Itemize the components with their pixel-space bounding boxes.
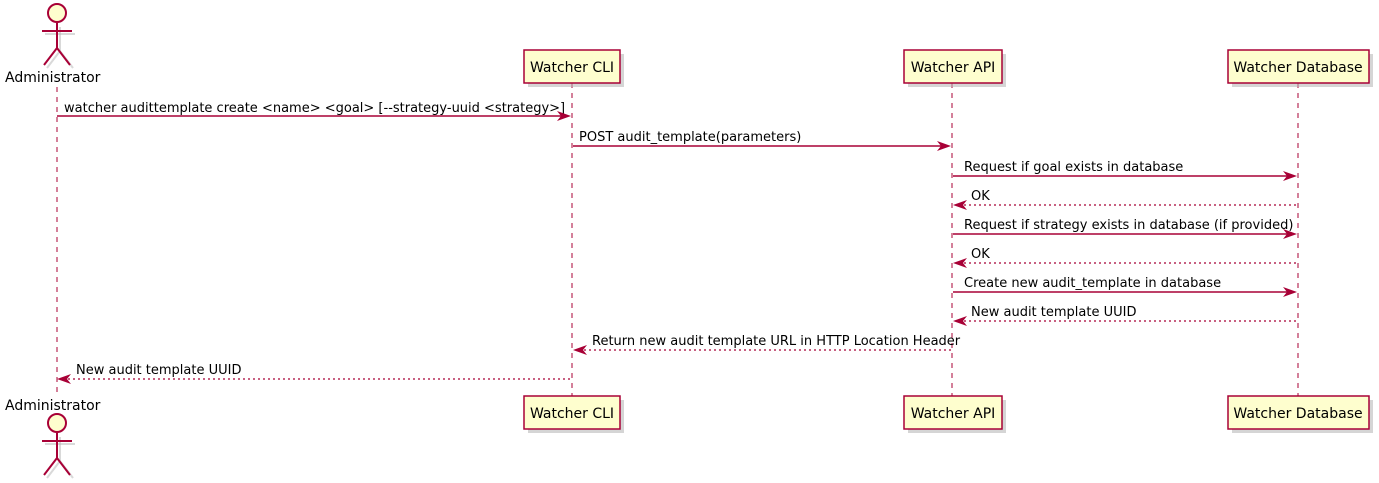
message-label-4: OK — [971, 189, 990, 204]
message-arrowhead-6 — [953, 258, 967, 268]
message-label-6: OK — [971, 247, 990, 262]
actor-head-icon — [47, 413, 67, 433]
message-1[interactable]: watcher audittemplate create <name> <goa… — [57, 101, 571, 121]
lifelines — [56, 83, 1299, 396]
message-arrowhead-8 — [953, 316, 967, 326]
participant-watcher-database-top[interactable]: Watcher Database — [1227, 49, 1373, 87]
message-label-5: Request if strategy exists in database (… — [964, 218, 1293, 233]
participant-label-watcher-api-top: Watcher API — [911, 60, 996, 76]
actor-icon-shadow — [45, 27, 75, 69]
participant-watcher-api-bottom[interactable]: Watcher API — [903, 395, 1006, 433]
participant-label-watcher-database-top: Watcher Database — [1233, 60, 1362, 76]
message-5[interactable]: Request if strategy exists in database (… — [953, 218, 1297, 239]
participant-label-watcher-database-bottom: Watcher Database — [1233, 406, 1362, 422]
message-arrowhead-4 — [953, 200, 967, 210]
message-10[interactable]: New audit template UUID — [57, 363, 571, 384]
actor-icon — [42, 3, 72, 66]
participant-administrator-bottom[interactable]: Administrator — [5, 398, 101, 479]
message-label-10: New audit template UUID — [76, 363, 241, 378]
participant-box-watcher-database-bottom[interactable] — [1227, 395, 1370, 430]
participant-watcher-api-top[interactable]: Watcher API — [903, 49, 1006, 87]
message-arrowhead-7 — [1283, 287, 1297, 297]
participant-box-watcher-cli-top[interactable] — [523, 49, 621, 84]
participant-label-administrator-top: Administrator — [5, 70, 101, 86]
message-arrowhead-10 — [57, 374, 71, 384]
participant-watcher-database-bottom[interactable]: Watcher Database — [1227, 395, 1373, 433]
message-label-9: Return new audit template URL in HTTP Lo… — [592, 334, 961, 349]
message-arrowhead-2 — [937, 141, 951, 151]
participant-watcher-cli-bottom[interactable]: Watcher CLI — [523, 395, 624, 433]
participant-watcher-cli-top[interactable]: Watcher CLI — [523, 49, 624, 87]
actor-leg-right-icon — [56, 457, 71, 476]
participant-administrator-top[interactable]: Administrator — [5, 3, 101, 86]
participant-label-watcher-api-bottom: Watcher API — [911, 406, 996, 422]
message-arrowhead-9 — [573, 345, 587, 355]
actor-leg-left-icon — [43, 457, 58, 476]
actor-head-icon — [47, 3, 67, 23]
message-label-1: watcher audittemplate create <name> <goa… — [64, 101, 565, 116]
message-2[interactable]: POST audit_template(parameters) — [573, 130, 951, 151]
actor-leg-right-icon — [56, 47, 71, 66]
message-8[interactable]: New audit template UUID — [953, 305, 1297, 326]
participant-label-watcher-cli-top: Watcher CLI — [530, 60, 614, 76]
message-arrowhead-3 — [1283, 171, 1297, 181]
participant-box-watcher-cli-bottom[interactable] — [523, 395, 621, 430]
message-3[interactable]: Request if goal exists in database — [953, 160, 1297, 181]
participant-box-watcher-api-bottom[interactable] — [903, 395, 1003, 430]
actor-leg-left-icon — [43, 47, 58, 66]
message-9[interactable]: Return new audit template URL in HTTP Lo… — [573, 334, 961, 355]
message-arrowhead-5 — [1283, 229, 1297, 239]
actor-icon — [42, 413, 72, 476]
participant-box-watcher-database-top[interactable] — [1227, 49, 1370, 84]
message-4[interactable]: OK — [953, 189, 1297, 210]
message-label-3: Request if goal exists in database — [964, 160, 1183, 175]
message-label-7: Create new audit_template in database — [964, 276, 1221, 291]
message-label-8: New audit template UUID — [971, 305, 1136, 320]
participant-box-watcher-api-top[interactable] — [903, 49, 1003, 84]
message-arrowhead-1 — [557, 111, 571, 121]
message-label-2: POST audit_template(parameters) — [579, 130, 801, 145]
participant-label-administrator-bottom: Administrator — [5, 398, 101, 414]
message-6[interactable]: OK — [953, 247, 1297, 268]
participant-label-watcher-cli-bottom: Watcher CLI — [530, 406, 614, 422]
message-7[interactable]: Create new audit_template in database — [953, 276, 1297, 297]
actor-icon-shadow — [45, 437, 75, 479]
